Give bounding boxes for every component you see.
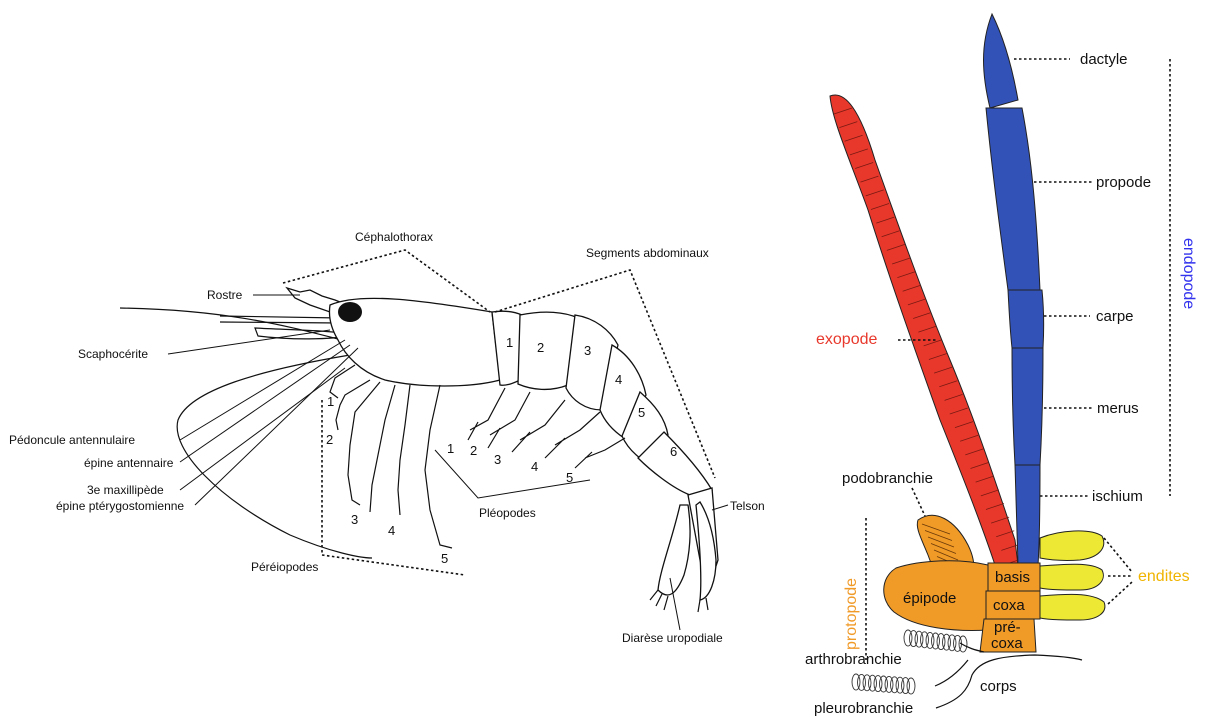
endopod-carpus — [1008, 290, 1044, 348]
pereiopod-4 — [398, 385, 410, 515]
pleopod-4 — [545, 412, 600, 458]
pleopod-number: 3 — [494, 452, 501, 467]
label-cephalothorax: Céphalothorax — [355, 230, 433, 244]
antenna-flagellum-long — [177, 355, 372, 558]
pereiopod-number: 3 — [351, 512, 358, 527]
endite-middle — [1040, 564, 1103, 590]
label-dactyl: dactyle — [1080, 51, 1128, 68]
pleopod-number: 4 — [531, 459, 538, 474]
uropod-setae — [650, 590, 708, 612]
label-abdominal-segments: Segments abdominaux — [586, 246, 709, 260]
label-pleopods: Pléopodes — [479, 506, 536, 520]
endites-leader-lower — [1108, 582, 1132, 604]
label-basis: basis — [995, 569, 1030, 586]
endite-lower — [1040, 594, 1105, 620]
pereiopod-3 — [370, 385, 395, 512]
abdominal-segment-number: 2 — [537, 340, 544, 355]
label-arthrobranch: arthrobranchie — [805, 651, 902, 668]
pereiopod-number: 1 — [327, 394, 334, 409]
abdominal-segment-number: 3 — [584, 343, 591, 358]
label-precoxa-line2: coxa — [991, 635, 1023, 652]
label-protopod: protopode — [843, 578, 860, 650]
uropod-left — [658, 505, 690, 595]
pleopod-1 — [468, 388, 505, 440]
arthrobranch-coil — [959, 636, 967, 652]
label-antennular-peduncle: Pédoncule antennulaire — [9, 433, 135, 447]
label-third-maxilliped: 3e maxillipède — [87, 483, 164, 497]
antennular-peduncle-leader — [180, 340, 345, 440]
label-coxa: coxa — [993, 597, 1025, 614]
label-podobranch: podobranchie — [842, 470, 933, 487]
endopod-dactyl — [984, 14, 1019, 108]
pleopod-number: 1 — [447, 441, 454, 456]
label-precoxa-line1: pré- — [994, 619, 1021, 636]
label-telson: Telson — [730, 499, 765, 513]
endopod-propodus — [986, 108, 1040, 290]
pereiopod-number: 5 — [441, 551, 448, 566]
endopod-merus — [1012, 348, 1043, 465]
abdominal-segment-number: 1 — [506, 335, 513, 350]
label-antennal-spine: épine antennaire — [84, 456, 174, 470]
maxilliped-leader — [180, 368, 345, 490]
shrimp-eye — [338, 302, 362, 322]
label-rostrum: Rostre — [207, 288, 243, 302]
scaphocerite-leader — [168, 330, 330, 354]
antenna-flagellum — [120, 308, 362, 345]
label-pterygostomian-spine: épine ptérygostomienne — [56, 499, 184, 513]
label-ischium: ischium — [1092, 488, 1143, 505]
label-epipod: épipode — [903, 590, 956, 607]
telson-leader — [712, 505, 728, 510]
endites-leader-upper — [1104, 538, 1132, 572]
label-pereiopods: Péréiopodes — [251, 560, 318, 574]
abdominal-segment-number: 5 — [638, 405, 645, 420]
pleurobranch-coil — [907, 678, 915, 694]
label-merus: merus — [1097, 400, 1139, 417]
pleurobranch-shape — [852, 674, 915, 694]
appendage-illustration — [830, 14, 1105, 708]
pereiopod-number: 2 — [326, 432, 333, 447]
pereiopods-bracket — [322, 400, 465, 575]
endopod-ischium — [1015, 465, 1040, 565]
pleopod-number: 5 — [566, 470, 573, 485]
label-scaphocerite: Scaphocérite — [78, 347, 148, 361]
shrimp-illustration — [120, 288, 718, 612]
pleopod-5 — [575, 438, 625, 468]
label-carpus: carpe — [1096, 308, 1134, 325]
endite-upper — [1040, 531, 1104, 560]
arthrobranch-shape — [904, 630, 967, 652]
pereiopod-2 — [348, 382, 380, 505]
label-endites: endites — [1138, 568, 1190, 585]
podobranch-leader — [912, 488, 925, 516]
pereiopod-5 — [425, 385, 452, 548]
abdominal-segment-number: 6 — [670, 444, 677, 459]
label-endopod: endopode — [1180, 238, 1197, 309]
label-uropodal-dieresis: Diarèse uropodiale — [622, 631, 723, 645]
abdominal-segment-number: 4 — [615, 372, 622, 387]
pterygostomian-leader — [195, 348, 358, 505]
pereiopod-number: 4 — [388, 523, 395, 538]
pleopod-number: 2 — [470, 443, 477, 458]
label-body: corps — [980, 678, 1017, 695]
antennal-spine-leader — [180, 345, 350, 462]
label-pleurobranch: pleurobranchie — [814, 700, 913, 717]
label-propodus: propode — [1096, 174, 1151, 191]
label-exopod: exopode — [816, 331, 877, 348]
